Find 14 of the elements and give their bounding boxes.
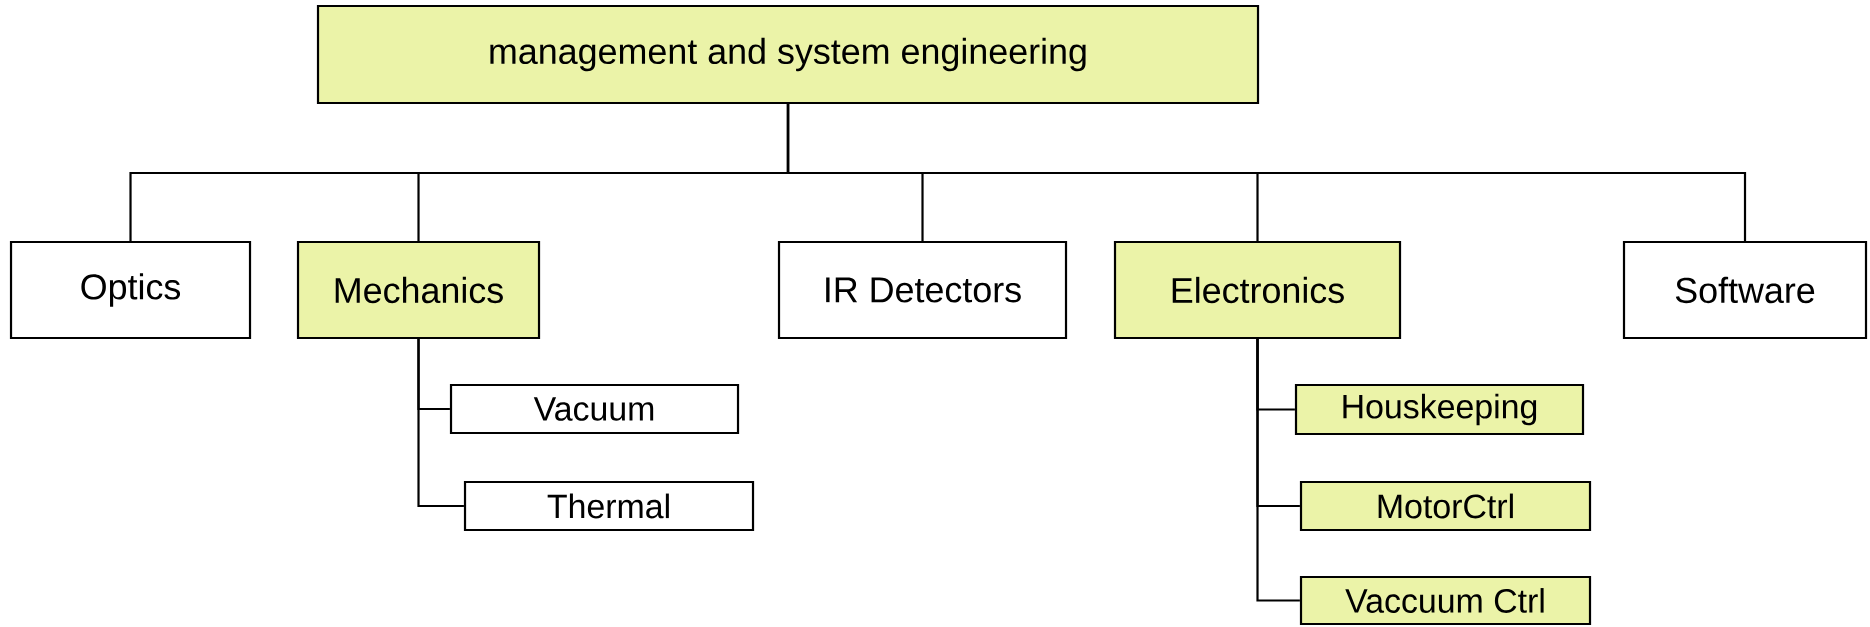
org-box: Thermal xyxy=(463,480,755,532)
org-box: IR Detectors xyxy=(777,240,1068,340)
org-box: MotorCtrl xyxy=(1299,480,1592,532)
connector-line xyxy=(417,339,464,508)
org-box: Vacuum xyxy=(449,383,740,435)
org-box: Houskeeping xyxy=(1294,383,1585,436)
org-box: Mechanics xyxy=(296,240,541,340)
connector-line xyxy=(1256,339,1300,602)
org-box: Software xyxy=(1622,240,1868,340)
org-box: Vaccuum Ctrl xyxy=(1299,575,1592,626)
org-box: Optics xyxy=(9,240,252,340)
connector-line xyxy=(786,104,1747,241)
org-box: Electronics xyxy=(1113,240,1402,340)
org-box: management and system engineering xyxy=(316,4,1260,105)
